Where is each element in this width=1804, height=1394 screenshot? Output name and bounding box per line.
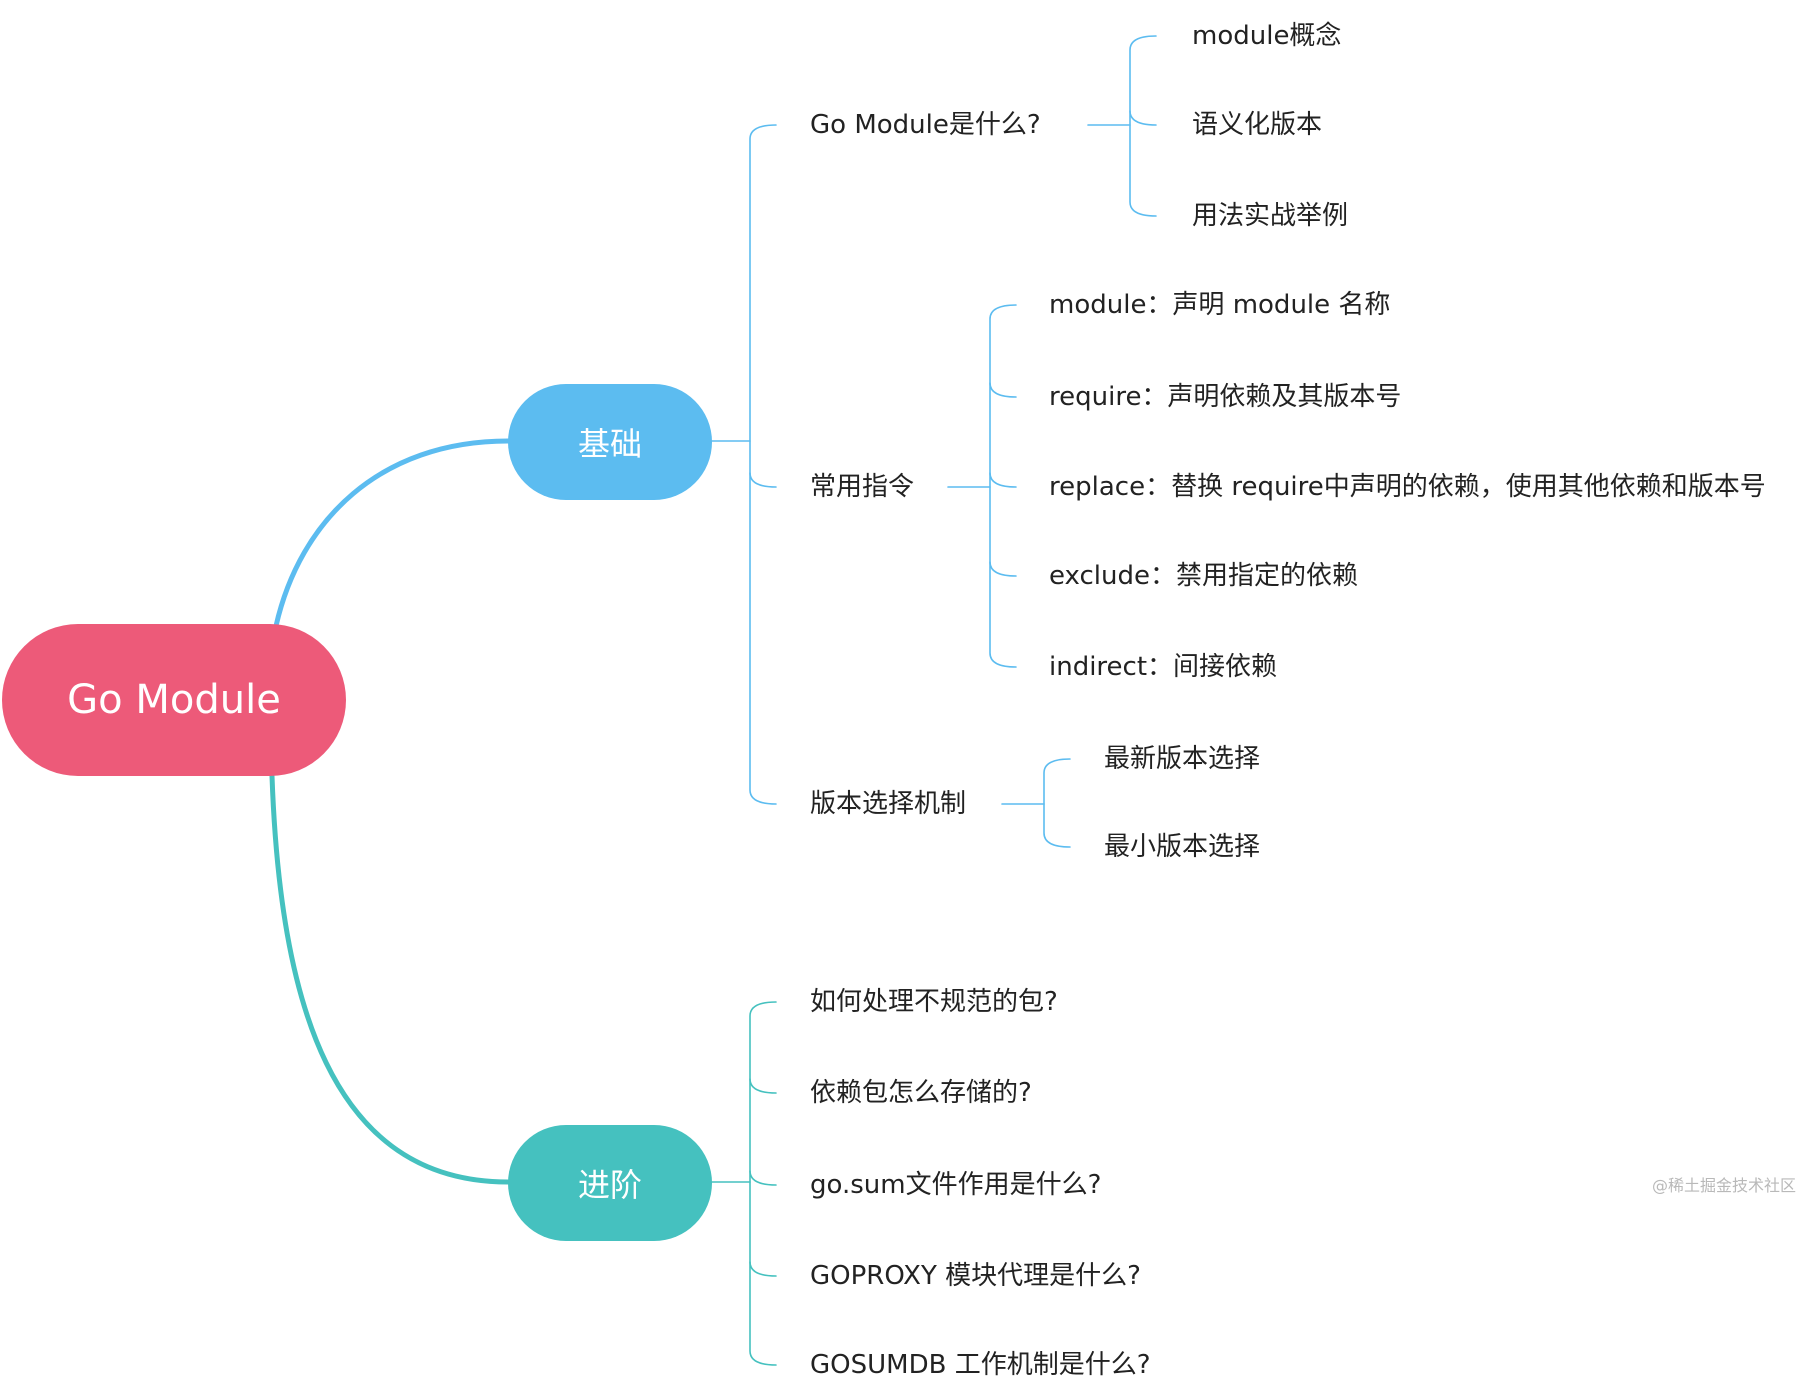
bracket-advanced-spine [749, 1001, 777, 1366]
branch-node-label: 基础 [577, 425, 642, 463]
topic-version-selection[interactable]: 版本选择机制 [810, 789, 967, 819]
bracket-what-is-spine [1129, 35, 1157, 217]
topic-go-sum[interactable]: go.sum文件作用是什么? [810, 1170, 1102, 1200]
bracket-advanced-tick [749, 1170, 777, 1186]
root-node-label: Go Module [67, 677, 281, 723]
subtopic-directive-exclude[interactable]: exclude：禁用指定的依赖 [1049, 561, 1358, 591]
bracket-directives-spine [989, 304, 1017, 668]
subtopic-directive-indirect[interactable]: indirect：间接依赖 [1049, 652, 1278, 682]
subtopic-directive-require[interactable]: require：声明依赖及其版本号 [1049, 382, 1402, 412]
branch-node-advanced[interactable]: 进阶 [508, 1125, 712, 1241]
subtopic-minimal-version[interactable]: 最小版本选择 [1104, 832, 1261, 862]
subtopic-directive-module[interactable]: module：声明 module 名称 [1049, 290, 1391, 320]
subtopic-directive-replace[interactable]: replace：替换 require中声明的依赖，使用其他依赖和版本号 [1049, 472, 1766, 502]
topic-gosumdb[interactable]: GOSUMDB 工作机制是什么? [810, 1350, 1151, 1380]
topic-dependency-storage[interactable]: 依赖包怎么存储的? [810, 1078, 1032, 1108]
topic-what-is-go-module[interactable]: Go Module是什么? [810, 110, 1041, 140]
watermark: @稀土掘金技术社区 [1651, 1176, 1796, 1195]
curve-root-to-advanced [269, 773, 511, 1185]
bracket-what-is-tick [1129, 110, 1157, 126]
bracket-version-spine [1043, 758, 1071, 848]
subtopic-semantic-versioning[interactable]: 语义化版本 [1192, 110, 1323, 140]
bracket-basics-tick [749, 472, 777, 488]
bracket-advanced-tick [749, 1261, 777, 1277]
bracket-directives-tick [989, 472, 1017, 488]
root-node[interactable]: Go Module [2, 624, 346, 776]
subtopic-module-concept[interactable]: module概念 [1192, 21, 1342, 51]
topic-goproxy[interactable]: GOPROXY 模块代理是什么? [810, 1261, 1141, 1291]
branch-node-basics[interactable]: 基础 [508, 384, 712, 500]
bracket-directives-tick [989, 561, 1017, 577]
curve-root-to-basics [273, 438, 511, 629]
subtopic-latest-version[interactable]: 最新版本选择 [1104, 744, 1261, 774]
topic-common-directives[interactable]: 常用指令 [810, 472, 915, 502]
bracket-basics-spine [749, 124, 777, 805]
branch-node-label: 进阶 [577, 1166, 642, 1204]
subtopic-usage-examples[interactable]: 用法实战举例 [1192, 201, 1349, 231]
bracket-directives-tick [989, 382, 1017, 398]
bracket-advanced-tick [749, 1078, 777, 1094]
topic-irregular-packages[interactable]: 如何处理不规范的包? [810, 987, 1058, 1017]
